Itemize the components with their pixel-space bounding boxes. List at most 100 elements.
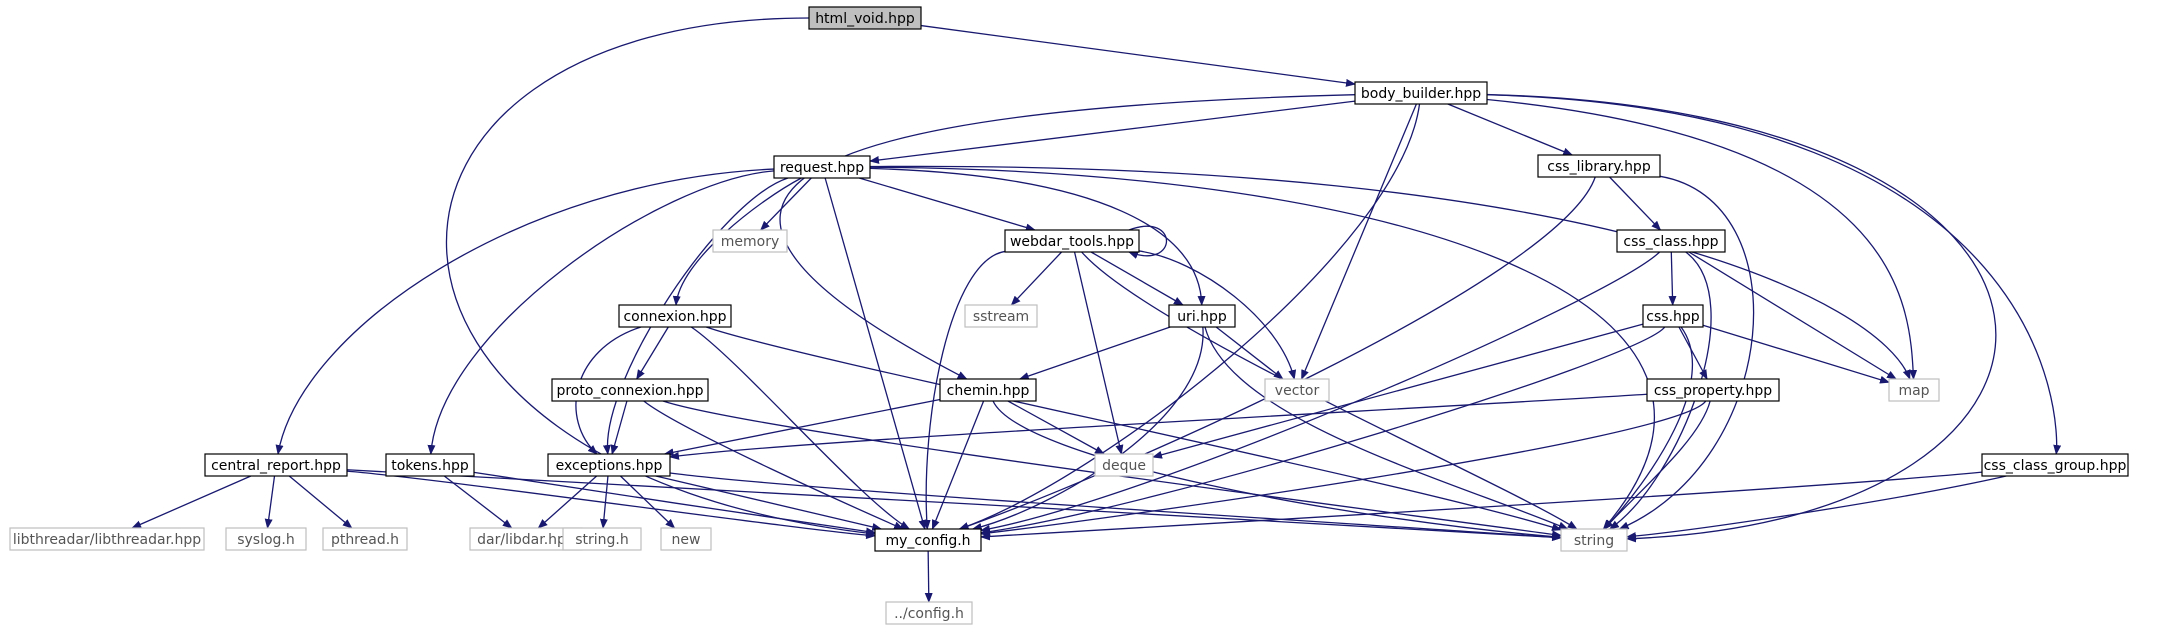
edge-chemin-to-string (992, 400, 1562, 541)
node-label: tokens.hpp (391, 458, 469, 474)
node-label: my_config.h (885, 533, 970, 549)
node-box (385, 453, 475, 477)
edge-request-to-central_report (275, 168, 775, 455)
edge-request-to-memory (760, 177, 812, 231)
node-label: syslog.h (237, 532, 295, 548)
edge-html_void-to-body_builder (920, 24, 1356, 87)
edge-css_class_group-to-string (1626, 475, 2007, 541)
node-label: map (1898, 383, 1929, 399)
node-css-class[interactable]: css_class.hpp (1616, 229, 1726, 253)
node-central-report[interactable]: central_report.hpp (204, 453, 348, 477)
node-request[interactable]: request.hpp (773, 155, 871, 179)
node-label: css.hpp (1646, 309, 1699, 325)
node-box (1168, 304, 1236, 328)
edge-central_report-to-syslog (264, 475, 276, 529)
edge-html_void-to-my_config (445, 17, 876, 537)
edge-uri-to-chemin (1018, 326, 1171, 380)
node-webdar-tools[interactable]: webdar_tools.hpp (1004, 229, 1140, 253)
edge-uri-to-vector (1215, 326, 1284, 380)
edge-chemin-to-deque (1007, 400, 1105, 455)
node-box (874, 528, 982, 552)
node-connexion[interactable]: connexion.hpp (618, 304, 732, 328)
node-label: chemin.hpp (947, 383, 1030, 399)
node-box (1537, 154, 1661, 178)
node-body-builder[interactable]: body_builder.hpp (1354, 81, 1488, 105)
node-box (618, 304, 732, 328)
node-label: vector (1275, 383, 1320, 399)
nodes-layer: html_void.hpp body_builder.hpp request.hpp… (9, 6, 2129, 625)
node-vector: vector (1264, 378, 1330, 402)
edge-webdar_tools-to-sstream (1010, 251, 1063, 306)
node-box (562, 527, 642, 551)
edge-request-to-tokens (427, 170, 775, 455)
node-box (547, 453, 671, 477)
edge-css_library-to-my_config (958, 176, 1596, 530)
node-box (1642, 304, 1704, 328)
node-exceptions[interactable]: exceptions.hpp (547, 453, 671, 477)
node-box (1560, 528, 1628, 552)
node-deque: deque (1094, 453, 1154, 477)
node-uri[interactable]: uri.hpp (1168, 304, 1236, 328)
node-proto-connexion[interactable]: proto_connexion.hpp (551, 378, 709, 402)
node-box (1264, 378, 1330, 402)
edge-proto_connexion-to-exceptions (610, 400, 628, 455)
edge-request-to-map (869, 165, 1911, 380)
node-css-class-group[interactable]: css_class_group.hpp (1981, 453, 2129, 477)
node-label: libthreadar/libthreadar.hpp (13, 532, 201, 548)
edge-uri-to-my_config (971, 326, 1204, 531)
node-box (712, 229, 788, 253)
node-my-config[interactable]: my_config.h (874, 528, 982, 552)
node-chemin[interactable]: chemin.hpp (939, 378, 1037, 402)
node-box (773, 155, 871, 179)
node-label: proto_connexion.hpp (556, 383, 703, 399)
node-box (964, 304, 1038, 328)
node-box (204, 453, 348, 477)
node-box (225, 527, 307, 551)
node-pthread: pthread.h (322, 527, 408, 551)
node-label: connexion.hpp (623, 309, 726, 325)
node-label: body_builder.hpp (1361, 86, 1481, 102)
edge-webdar_tools-to-deque (1073, 251, 1124, 455)
node-label: css_class_group.hpp (1984, 458, 2127, 474)
edge-my_config-to-config_h (924, 550, 933, 603)
edge-css-to-map (1702, 324, 1890, 384)
node-tokens[interactable]: tokens.hpp (385, 453, 475, 477)
edge-body_builder-to-request (869, 100, 1356, 164)
edge-webdar_tools-to-uri (1090, 251, 1184, 306)
edge-body_builder-to-vector (1300, 103, 1418, 380)
edge-css-to-css_property (1678, 326, 1708, 380)
node-label: css_property.hpp (1654, 383, 1772, 399)
edge-connexion-to-string (706, 326, 1562, 531)
node-css-library[interactable]: css_library.hpp (1537, 154, 1661, 178)
edge-tokens-to-my_config (473, 471, 876, 536)
node-html-void[interactable]: html_void.hpp (808, 6, 922, 30)
node-string: string (1560, 528, 1628, 552)
node-map: map (1888, 378, 1940, 402)
edge-request-to-uri (869, 167, 1206, 306)
node-box (1646, 378, 1780, 402)
edge-connexion-to-proto_connexion (636, 326, 669, 380)
node-css-property[interactable]: css_property.hpp (1646, 378, 1780, 402)
node-box (1888, 378, 1940, 402)
edge-css_property-to-string (1603, 400, 1711, 530)
edge-body_builder-to-my_config (958, 103, 1421, 530)
edge-body_builder-to-map (1486, 98, 1918, 380)
node-label: string.h (575, 532, 629, 548)
edge-css_class-to-css (1668, 251, 1677, 306)
node-label: ../config.h (894, 606, 964, 622)
node-config-h: ../config.h (885, 601, 973, 625)
node-label: central_report.hpp (211, 458, 341, 474)
node-box (322, 527, 408, 551)
node-label: deque (1102, 458, 1146, 474)
edge-exceptions-to-new (619, 475, 676, 529)
edge-request-to-my_config (824, 177, 927, 530)
edge-request-to-exceptions (602, 177, 789, 455)
node-syslog: syslog.h (225, 527, 307, 551)
edge-css_library-to-string (1618, 175, 1755, 530)
edge-connexion-to-my_config (690, 326, 911, 530)
node-label: dar/libdar.hpp (477, 532, 575, 548)
node-css[interactable]: css.hpp (1642, 304, 1704, 328)
edge-proto_connexion-to-string (662, 400, 1562, 539)
edge-central_report-to-my_config (346, 470, 876, 540)
